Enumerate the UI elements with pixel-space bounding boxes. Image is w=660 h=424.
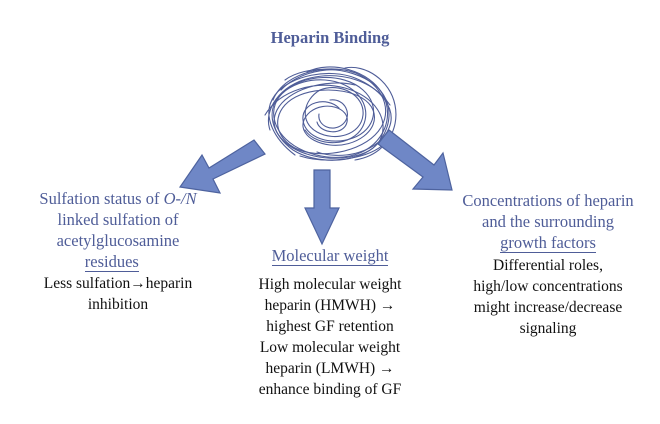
sulfation-description: Less sulfation→heparin inhibition [8, 273, 228, 315]
molecular-weight-line: highest GF retention [266, 318, 394, 335]
molecular-weight-line: High molecular weight [258, 276, 402, 293]
molecular-weight-description: High molecular weight heparin (HMWH) → h… [222, 274, 438, 400]
arrow-down-icon [304, 169, 340, 246]
concentrations-heading-line: growth factors [500, 233, 596, 253]
concentrations-description-line: might increase/decrease [473, 299, 623, 316]
sulfation-description-line: Less sulfation→heparin [43, 275, 193, 292]
concentrations-heading-line: Concentrations of heparin [462, 191, 634, 210]
molecular-weight-line: Low molecular weight [259, 339, 401, 356]
sulfation-heading-line: linked sulfation of [57, 210, 179, 229]
concentrations-description-line: Differential roles, [493, 257, 603, 274]
molecular-weight-line: heparin (LMWH) → [265, 360, 395, 377]
arrow-down-right-icon [377, 129, 453, 191]
sulfation-description-line: inhibition [87, 296, 149, 313]
concentrations-heading-line: and the surrounding [482, 212, 614, 231]
sulfation-heading-line: residues [84, 252, 139, 272]
heparin-strand-illustration [264, 66, 397, 161]
sulfation-heading-line: Sulfation status of O-/N [39, 189, 197, 208]
concentrations-description: Differential roles, high/low concentrati… [440, 255, 656, 339]
molecular-weight-line: enhance binding of GF [258, 381, 402, 398]
molecular-weight-heading: Molecular weight [271, 246, 389, 266]
molecular-weight-line: heparin (HMWH) → [264, 297, 396, 314]
sulfation-heading: Sulfation status of O-/N linked sulfatio… [8, 188, 228, 272]
concentrations-description-line: signaling [519, 320, 577, 337]
sulfation-heading-line: acetylglucosamine [56, 231, 180, 250]
concentrations-description-line: high/low concentrations [473, 278, 623, 295]
concentrations-heading: Concentrations of heparin and the surrou… [440, 190, 656, 253]
arrow-down-left-icon [178, 139, 266, 194]
diagram-title: Heparin Binding [270, 28, 390, 47]
